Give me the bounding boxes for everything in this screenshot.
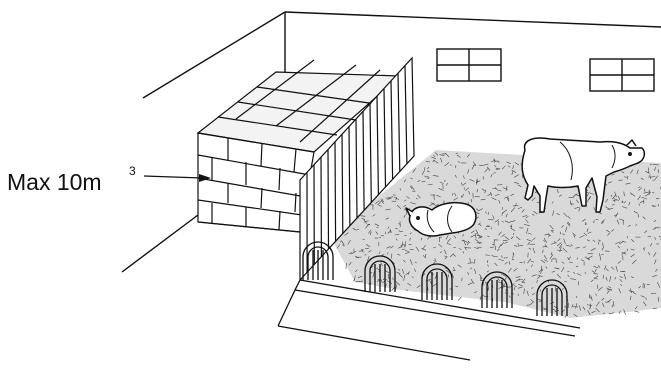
- volume-annotation: Max 10m 3: [7, 164, 211, 195]
- window-right: [590, 59, 654, 91]
- volume-label: Max 10m: [7, 169, 102, 195]
- annotation-arrow: [144, 174, 211, 182]
- volume-superscript: 3: [129, 164, 136, 178]
- window-left: [437, 49, 501, 81]
